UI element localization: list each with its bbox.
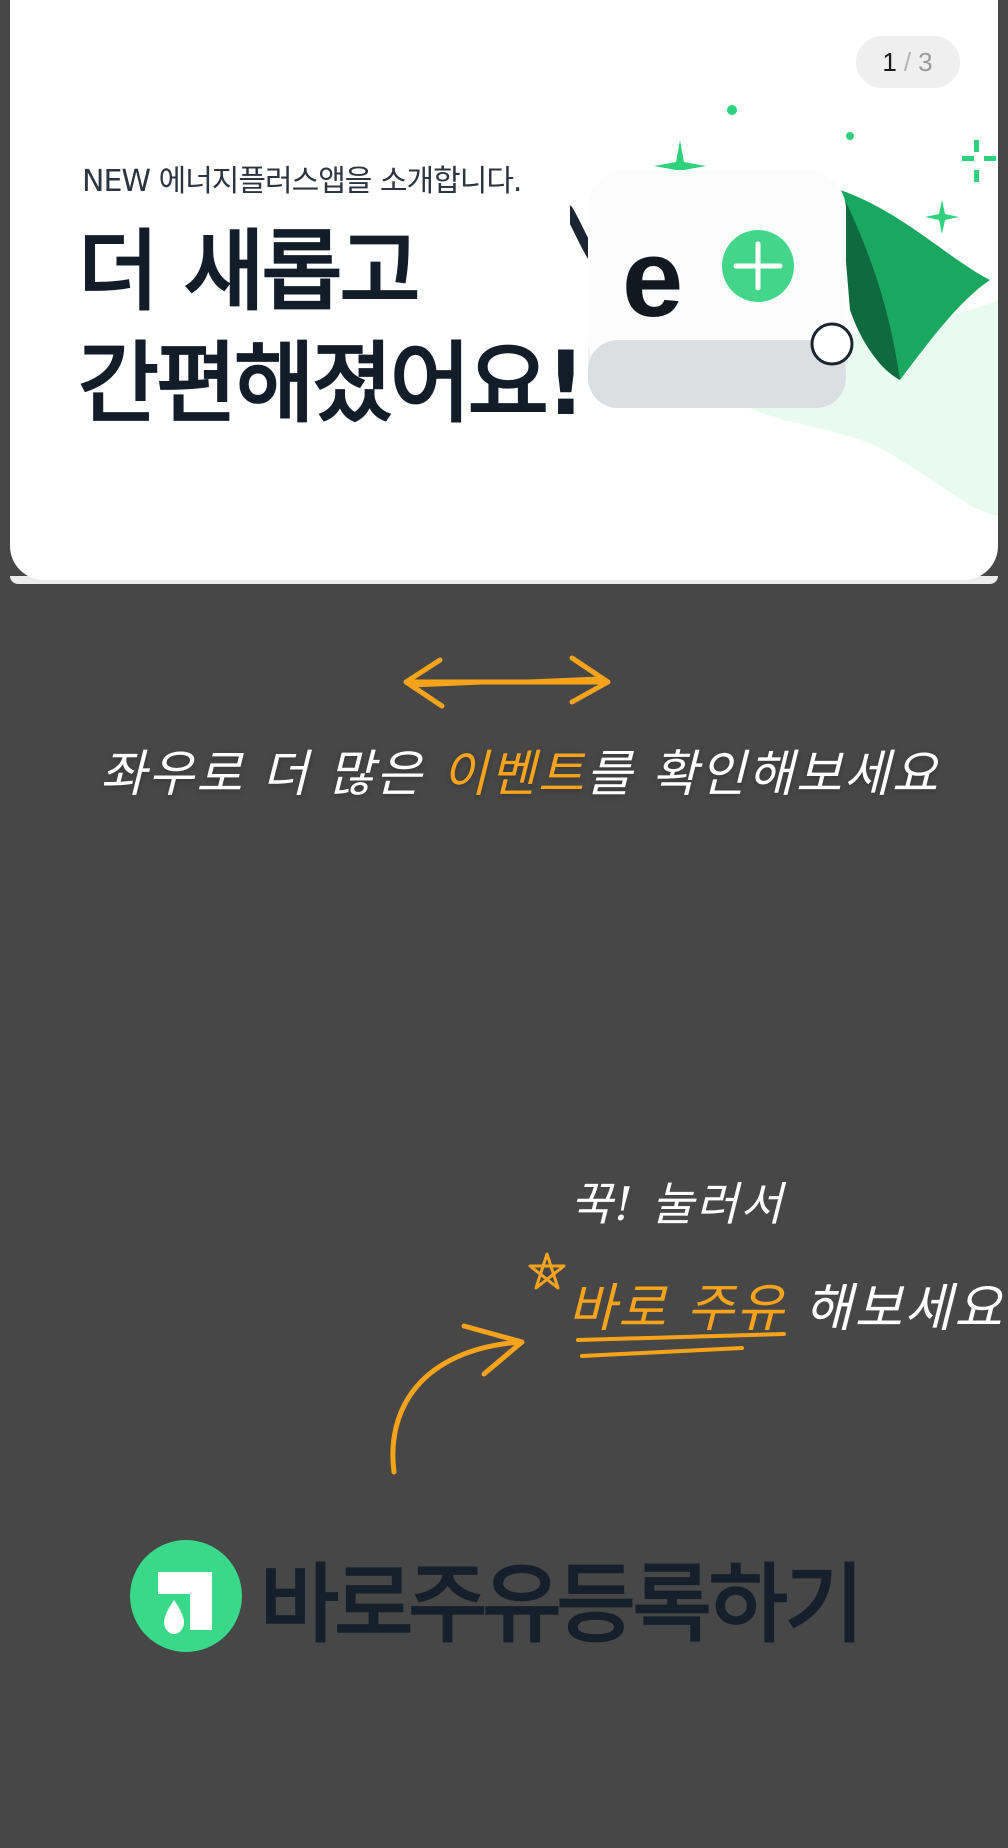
page-separator: / — [903, 46, 913, 77]
banner-eyebrow: NEW 에너지플러스앱을 소개합니다. — [82, 164, 522, 199]
page-indicator: 1 / 3 — [856, 36, 960, 88]
page-current: 1 — [882, 46, 898, 77]
svg-text:e: e — [622, 217, 683, 340]
swipe-hint-accent: 이벤트 — [441, 745, 586, 803]
tap-hint-accent: 바로 주유 — [568, 1279, 786, 1339]
double-arrow-icon — [403, 655, 611, 709]
page-total: 3 — [918, 46, 934, 77]
register-fuel-label: 바로주유등록하기 — [260, 1534, 864, 1659]
e-plus-mascot-icon: e — [570, 105, 998, 516]
swipe-hint-after: 를 확인해보세요 — [585, 745, 940, 803]
register-fuel-button[interactable]: 바로주유등록하기 — [128, 1538, 864, 1655]
swipe-hint-text: 좌우로 더 많은 이벤트를 확인해보세요 — [100, 734, 938, 806]
banner-title-line2: 간편해졌어요! — [78, 332, 586, 435]
underline-stroke — [576, 1332, 786, 1358]
tap-hint-line1: 꾹! 눌러서 — [570, 1177, 785, 1231]
banner-shadow — [10, 576, 998, 584]
banner-title-line1: 더 새롭고 — [78, 220, 420, 323]
tap-hint-line2: 바로 주유 해보세요 — [568, 1266, 1004, 1341]
swipe-hint-before: 좌우로 더 많은 — [100, 745, 442, 803]
curved-arrow-icon — [390, 1323, 525, 1475]
star-icon — [528, 1252, 566, 1290]
cta-brand: 바로주유 — [260, 1554, 561, 1655]
cta-label-text: 등록하기 — [556, 1554, 863, 1655]
event-banner[interactable]: 1 / 3 NEW 에너지플러스앱을 소개합니다. 더 새롭고 간편해졌어요! … — [10, 0, 998, 580]
fuel-drop-logo-icon — [130, 1540, 242, 1652]
tap-hint-after: 해보세요 — [785, 1279, 1004, 1339]
banner-title: 더 새롭고 간편해졌어요! — [78, 216, 586, 440]
